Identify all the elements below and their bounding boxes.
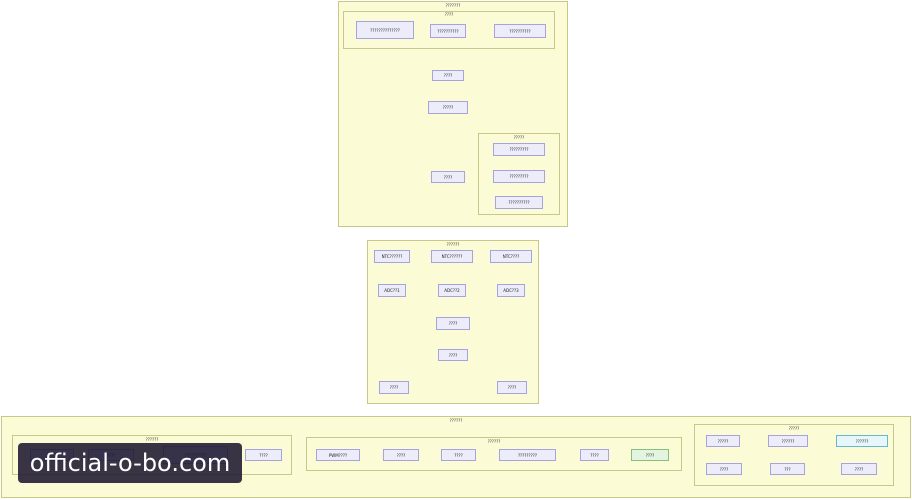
watermark-banner: official-o-bo.com (18, 443, 242, 483)
node-m1: NTC?????? (374, 250, 410, 263)
node-bc5: ???? (580, 449, 609, 461)
node-bl4: ???? (245, 449, 282, 461)
node-tr1: ????????? (493, 143, 545, 156)
node-bc4: ????????? (499, 449, 556, 461)
cluster-bottom-center: ?????? (306, 437, 682, 471)
cluster-bottom-left-title: ?????? (145, 437, 159, 442)
node-t4: ???? (432, 70, 464, 81)
cluster-bottom-title: ?????? (449, 418, 463, 423)
node-t6: ???? (431, 171, 465, 183)
node-br5: ??? (770, 463, 805, 475)
cluster-top-inner-title: ???? (444, 12, 454, 17)
node-m3: NTC???? (490, 250, 532, 263)
cluster-top-title: ??????? (445, 3, 461, 8)
node-bc2: ???? (383, 449, 419, 461)
node-br3: ?????? (836, 435, 888, 447)
node-m4: ADC??1 (378, 284, 406, 297)
node-br6: ???? (841, 463, 877, 475)
node-br2: ?????? (768, 435, 808, 447)
node-t3: ?????????? (494, 24, 546, 38)
node-m7: ???? (436, 317, 470, 330)
node-t1: ?????????????? (356, 21, 414, 39)
cluster-top-right-title: ????? (513, 135, 525, 140)
node-bc6: ???? (631, 449, 669, 461)
node-br1: ????? (706, 435, 740, 447)
node-t5: ????? (428, 101, 468, 114)
node-m10: ???? (497, 381, 527, 394)
node-bc1: PWM???? (316, 449, 360, 461)
node-m5: ADC??2 (438, 284, 466, 297)
node-m6: ADC??3 (497, 284, 525, 297)
cluster-bottom-right: ????? (694, 424, 894, 486)
node-tr3: ?????????? (495, 196, 543, 209)
cluster-middle-title: ?????? (446, 242, 460, 247)
node-tr2: ????????? (493, 170, 545, 183)
node-m9: ???? (379, 381, 409, 394)
node-m8: ???? (438, 349, 468, 361)
node-m2: NTC?????? (431, 250, 473, 263)
cluster-bottom-center-title: ?????? (487, 439, 501, 444)
node-br4: ???? (706, 463, 742, 475)
cluster-bottom-right-title: ????? (788, 426, 800, 431)
node-t2: ?????????? (430, 24, 466, 38)
node-bc3: ???? (441, 449, 476, 461)
